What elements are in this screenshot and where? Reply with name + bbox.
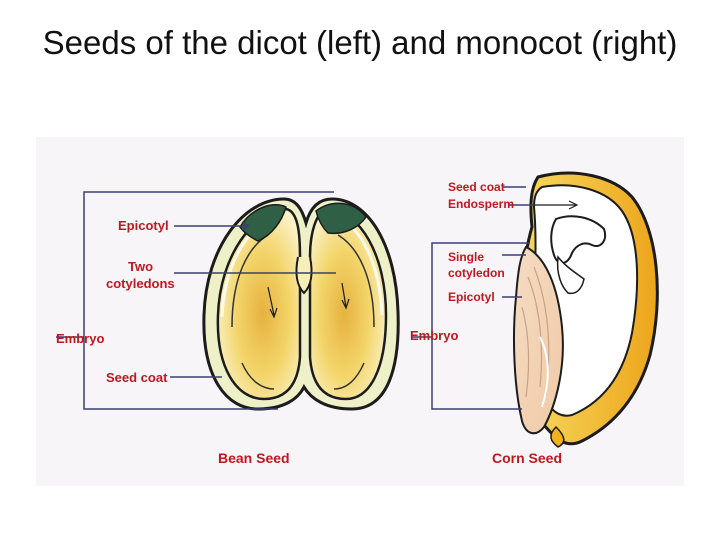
right-epicotyl-leaf (315, 202, 367, 235)
bean-labels: Epicotyl Two cotyledons Embryo Seed coat… (56, 218, 290, 466)
label-seed-coat-bean: Seed coat (106, 370, 168, 385)
bean-seed (202, 197, 400, 411)
label-epicotyl-bean: Epicotyl (118, 218, 169, 233)
label-embryo-corn: Embryo (410, 328, 458, 343)
label-two: Two (128, 259, 153, 274)
label-cotyledons: cotyledons (106, 276, 175, 291)
label-endosperm: Endosperm (448, 197, 514, 211)
left-cotyledon (216, 207, 302, 401)
seed-diagram-svg: Epicotyl Two cotyledons Embryo Seed coat… (56, 171, 659, 466)
label-embryo-bean: Embryo (56, 331, 104, 346)
corn-leader-lines (412, 186, 534, 410)
corn-labels: Seed coat Endosperm Single cotyledon Epi… (410, 180, 562, 466)
slide-title: Seeds of the dicot (left) and monocot (r… (42, 24, 678, 61)
left-epicotyl-leaf (239, 204, 287, 242)
seed-diagram: Epicotyl Two cotyledons Embryo Seed coat… (36, 137, 684, 486)
corn-seed (513, 171, 659, 448)
caption-corn-seed: Corn Seed (492, 450, 562, 466)
label-single: Single (448, 250, 484, 264)
label-cotyledon: cotyledon (448, 266, 505, 280)
caption-bean-seed: Bean Seed (218, 450, 290, 466)
label-seed-coat-corn: Seed coat (448, 180, 505, 194)
right-cotyledon (308, 207, 388, 401)
label-epicotyl-corn: Epicotyl (448, 290, 495, 304)
bean-leader-lines (56, 191, 336, 410)
